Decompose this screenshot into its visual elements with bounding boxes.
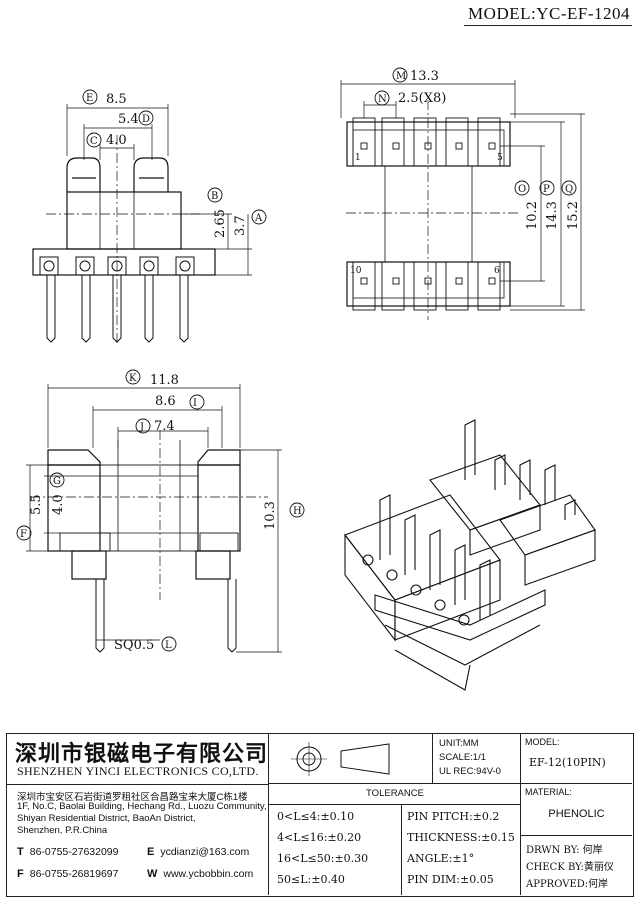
web-label: W	[147, 868, 158, 880]
dim-D: 5.4	[118, 112, 139, 127]
company-name-en: SHENZHEN YINCI ELECTRONICS CO,LTD.	[17, 764, 259, 778]
dim-E: 8.5	[106, 92, 127, 107]
title-block: 深圳市银磁电子有限公司 SHENZHEN YINCI ELECTRONICS C…	[6, 733, 634, 897]
tol-left-2: 4<L≤16:±0.20	[277, 831, 362, 844]
marker-C: C	[90, 136, 98, 147]
tol-right-1: PIN PITCH:±0.2	[407, 810, 500, 823]
marker-L: L	[165, 640, 172, 651]
model-value: EF-12(10PIN)	[529, 756, 606, 769]
marker-F: F	[20, 529, 27, 540]
dim-B: 2.65	[213, 209, 228, 238]
dim-L: SQ0.5	[114, 638, 154, 653]
marker-B: B	[211, 191, 218, 202]
address-line-1: 深圳市宝安区石岩街道罗租社区合昌路宝来大厦C栋1楼	[17, 792, 248, 803]
dim-C: 4.0	[106, 133, 127, 148]
unit-cell: UNIT:MM SCALE:1/1 UL REC:94V-0	[433, 734, 521, 784]
fax-value: 86-0755-26819697	[29, 868, 119, 880]
marker-P: P	[543, 184, 550, 195]
check-by: CHECK BY:黄丽仪	[526, 862, 614, 873]
material-label: MATERIAL:	[525, 787, 572, 797]
tol-right-4: PIN DIM:±0.05	[407, 873, 494, 886]
tol-left-3: 16<L≤50:±0.30	[277, 852, 369, 865]
side-view	[26, 384, 282, 653]
dim-Q: 15.2	[566, 201, 581, 230]
address-line-4: Shenzhen, P.R.China	[17, 825, 108, 836]
technical-drawing: E 8.5 D 5.4 C 4.0 B 2.65 A 3.7 M 13.3 N …	[16, 67, 596, 691]
marker-M: M	[396, 71, 406, 82]
top-view	[340, 80, 585, 320]
marker-E: E	[86, 93, 93, 104]
dim-P: 14.3	[545, 201, 560, 230]
model-cell: MODEL: EF-12(10PIN)	[521, 734, 632, 784]
approved-by: APPROVED:何岸	[526, 879, 609, 890]
tol-left-1: 0<L≤4:±0.10	[277, 810, 355, 823]
marker-H: H	[293, 506, 302, 517]
pin-6: 6	[494, 266, 500, 276]
front-view	[32, 104, 252, 345]
fax-label: F	[17, 868, 24, 880]
tol-right-2: THICKNESS:±0.15	[407, 831, 515, 844]
dim-M: 13.3	[410, 69, 439, 84]
tolerance-cell: TOLERANCE 0<L≤4:±0.10 4<L≤16:±0.20 16<L≤…	[269, 784, 521, 895]
model-title: MODEL:YC-EF-1204	[464, 4, 632, 26]
marker-D: D	[142, 114, 150, 125]
marker-J: J	[139, 422, 144, 433]
material-cell: MATERIAL: PHENOLIC	[521, 784, 632, 836]
ul-rec-text: UL REC:94V-0	[439, 766, 501, 777]
dim-K: 11.8	[150, 373, 179, 388]
web-value: www.ycbobbin.com	[163, 868, 254, 880]
dim-F: 5.5	[29, 494, 44, 515]
projection-symbol	[269, 734, 433, 784]
drawn-by: DRWN BY: 何岸	[526, 845, 603, 856]
model-label: MODEL:	[525, 737, 560, 747]
dimension-labels: E 8.5 D 5.4 C 4.0 B 2.65 A 3.7 M 13.3 N …	[16, 67, 581, 653]
dim-A: 3.7	[233, 215, 248, 236]
marker-I: I	[193, 398, 197, 409]
tel-value: 86-0755-27632099	[29, 846, 119, 858]
tol-right-3: ANGLE:±1°	[407, 852, 475, 865]
isometric-view	[344, 419, 596, 691]
tolerance-title: TOLERANCE	[366, 788, 424, 799]
pin-10: 10	[350, 266, 362, 276]
address-line-2: 1F, No.C, Baolai Building, Hechang Rd., …	[17, 801, 267, 812]
pin-5: 5	[497, 153, 503, 163]
marker-K: K	[129, 373, 137, 384]
company-cell: 深圳市银磁电子有限公司 SHENZHEN YINCI ELECTRONICS C…	[7, 734, 269, 895]
email-label: E	[147, 846, 155, 858]
address-line-3: Shiyan Residential District, BaoAn Distr…	[17, 813, 196, 824]
tel-label: T	[17, 846, 24, 858]
marker-A: A	[254, 213, 263, 224]
fax-row: F 86-0755-26819697	[17, 868, 118, 880]
dim-O: 10.2	[525, 201, 540, 230]
pin-1: 1	[355, 153, 361, 163]
dim-N: 2.5(X8)	[398, 91, 446, 106]
email-value: ycdianzi@163.com	[160, 846, 250, 858]
scale-text: SCALE:1/1	[439, 752, 486, 763]
dim-J: 7.4	[154, 419, 175, 434]
dim-H: 10.3	[263, 501, 278, 530]
marker-N: N	[378, 94, 387, 105]
unit-text: UNIT:MM	[439, 738, 479, 749]
material-value: PHENOLIC	[548, 808, 605, 820]
marker-G: G	[53, 476, 61, 487]
marker-O: O	[518, 184, 526, 195]
company-name-cn: 深圳市银磁电子有限公司	[15, 741, 269, 767]
tel-row: T 86-0755-27632099	[17, 846, 118, 858]
signoff-cell: DRWN BY: 何岸 CHECK BY:黄丽仪 APPROVED:何岸	[521, 836, 632, 895]
tol-left-4: 50≤L:±0.40	[277, 873, 345, 886]
dim-I: 8.6	[155, 394, 176, 409]
marker-Q: Q	[565, 184, 573, 195]
dim-G: 4.0	[51, 494, 66, 515]
